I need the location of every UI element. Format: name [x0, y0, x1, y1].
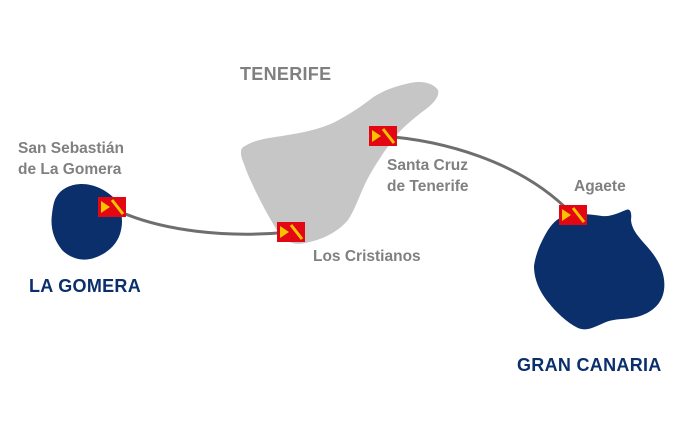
gran-canaria-label: GRAN CANARIA	[517, 355, 662, 375]
tenerife-island[interactable]	[240, 81, 439, 244]
route-la-gomera-tenerife[interactable]	[110, 206, 292, 236]
san-sebastian-label-line2: de La Gomera	[18, 161, 122, 178]
route-tenerife-gran-canaria[interactable]	[380, 134, 574, 216]
la-gomera-label: LA GOMERA	[29, 276, 142, 296]
santa-cruz-label-line1: Santa Cruz	[387, 157, 468, 174]
la-gomera-island[interactable]	[51, 184, 122, 260]
santa-cruz-label-line2: de Tenerife	[387, 178, 469, 195]
shipping-flag-icon	[369, 126, 397, 146]
agaete-label: Agaete	[574, 178, 626, 195]
los-cristianos-label: Los Cristianos	[313, 248, 421, 265]
shipping-flag-icon	[559, 205, 587, 225]
port-marker-santa-cruz[interactable]	[369, 126, 397, 146]
port-marker-agaete[interactable]	[559, 205, 587, 225]
shipping-flag-icon	[277, 222, 305, 242]
port-marker-los-cristianos[interactable]	[277, 222, 305, 242]
tenerife-label: TENERIFE	[240, 64, 332, 84]
port-marker-san-sebastian[interactable]	[98, 197, 126, 217]
san-sebastian-label-line1: San Sebastián	[18, 140, 124, 157]
santa-cruz-label: Santa Cruz de Tenerife	[387, 155, 469, 197]
shipping-flag-icon	[98, 197, 126, 217]
gran-canaria-island[interactable]	[534, 209, 665, 330]
san-sebastian-label: San Sebastián de La Gomera	[18, 138, 124, 180]
